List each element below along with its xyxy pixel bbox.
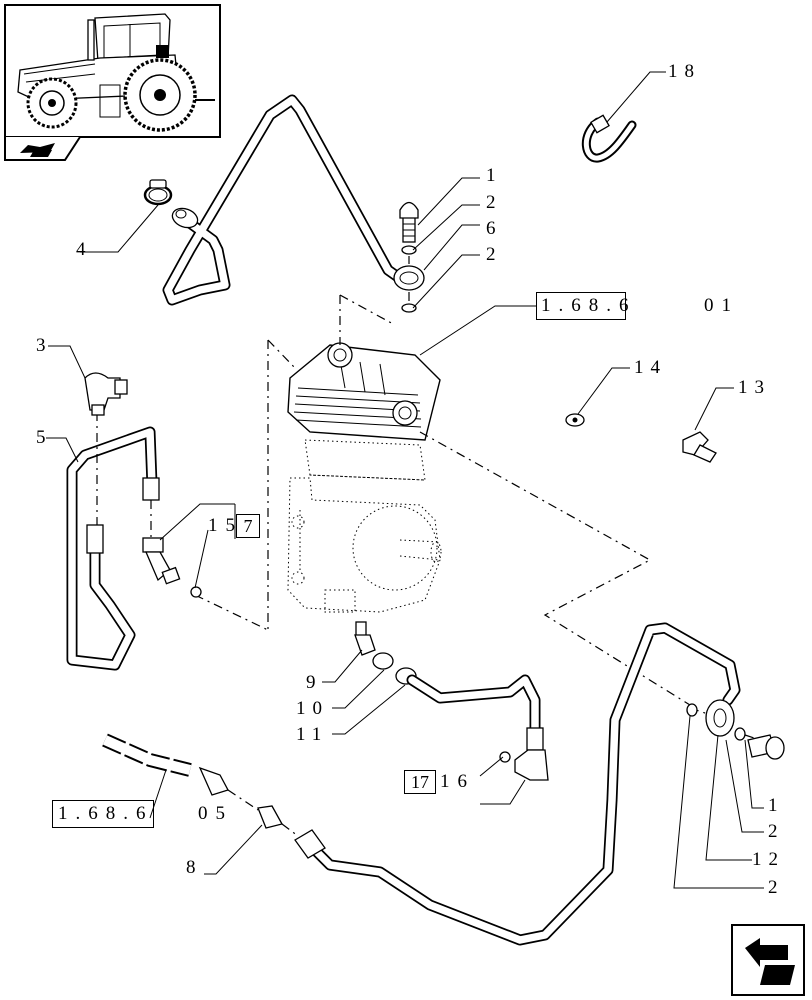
sealing-washer xyxy=(401,303,417,313)
top-delivery-pipe xyxy=(162,94,411,306)
tractor-thumbnail-icon xyxy=(4,4,221,138)
callout-2-second: 2 xyxy=(486,244,503,265)
long-pipe xyxy=(294,622,741,946)
elbow-fitting-right xyxy=(499,749,549,781)
elbow-fitting xyxy=(84,372,128,416)
reference-box-bottom[interactable] xyxy=(52,800,154,828)
callout-10: 10 xyxy=(296,698,329,719)
hose-end xyxy=(102,733,229,796)
callout-4: 4 xyxy=(76,239,93,260)
callout-12: 12 xyxy=(752,849,785,870)
reference-box-top[interactable] xyxy=(536,292,626,320)
reference-top-main: 1.68.6 xyxy=(541,295,637,316)
banjo-bolt-right xyxy=(747,734,785,760)
sealing-washer xyxy=(401,245,417,255)
leader-lines xyxy=(46,71,764,889)
left-pipe xyxy=(66,426,160,671)
callout-6: 6 xyxy=(486,218,503,239)
navigation-arrow-icon[interactable] xyxy=(731,924,805,996)
callout-2-bottom: 2 xyxy=(768,877,785,898)
sealing-washer xyxy=(734,727,746,741)
p-clamp xyxy=(581,114,637,163)
banjo-fitting-right xyxy=(705,699,735,737)
callout-1-right: 1 xyxy=(768,795,785,816)
reference-16-box[interactable]: 17 xyxy=(404,770,436,794)
reference-15-box[interactable]: 7 xyxy=(236,514,260,538)
callout-5: 5 xyxy=(36,427,53,448)
o-ring xyxy=(190,586,202,598)
banjo-fitting xyxy=(393,265,425,291)
callout-18: 18 xyxy=(668,61,701,82)
plug-bolt xyxy=(682,431,717,463)
reference-bottom-main: 1.68.6 xyxy=(58,803,154,824)
reference-16-suffix: 16 xyxy=(440,771,475,792)
reference-15-prefix: 15 xyxy=(208,515,243,536)
callout-3: 3 xyxy=(36,335,53,356)
reference-bottom-sub: 05 xyxy=(198,803,233,824)
callout-14: 14 xyxy=(634,357,667,378)
elbow-fitting-lower xyxy=(142,537,181,585)
banjo-bolt xyxy=(399,201,419,243)
sealing-washer xyxy=(686,703,698,717)
callout-2-top: 2 xyxy=(486,192,503,213)
callout-11: 11 xyxy=(296,724,329,745)
callout-13: 13 xyxy=(738,377,771,398)
section-tab-icon xyxy=(4,136,81,161)
air-compressor xyxy=(287,342,442,613)
callout-9: 9 xyxy=(306,672,323,693)
reference-top-sub: 01 xyxy=(704,295,739,316)
fitting-chain xyxy=(354,621,417,685)
callout-1-top: 1 xyxy=(486,165,503,186)
callout-8: 8 xyxy=(186,857,203,878)
short-pipe xyxy=(406,674,544,751)
callout-2-right: 2 xyxy=(768,821,785,842)
hose-clamp xyxy=(143,179,173,206)
